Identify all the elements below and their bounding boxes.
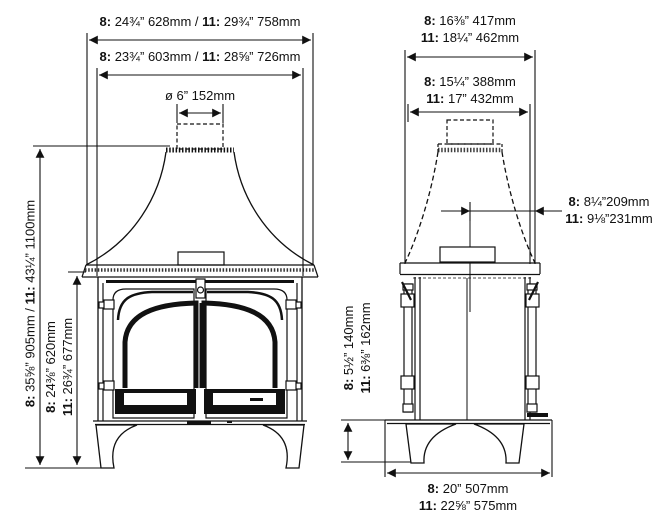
dim-value-11: 9⅛”231mm [586,211,653,226]
door-hinges [98,299,302,391]
dimension-label-side-body-depth: 8: 15¼” 388mm 11: 17” 432mm [395,73,545,107]
dimension-label-base-depth: 8: 20” 507mm 11: 22⅝” 575mm [388,480,548,514]
dim-value-11: 26¾” 677mm [60,317,75,395]
dim-value-8: 5½” 140mm [341,305,356,376]
dimension-label-leg-height: 8: 5½” 140mm 11: 6⅜” 162mm [340,278,374,418]
dim-value-8: 35⅝” 905mm [22,315,38,392]
canopy-side-profile [404,119,536,264]
left-door-outline [112,288,195,419]
dimension-label-front-total-height: 8: 35⅝” 905mm / 11: 43¼” 1100mm [22,139,39,469]
dim-value-11: 29¾” 758mm [223,14,301,29]
dim-value-11: 17” 432mm [447,91,514,106]
flue-box-side [439,246,496,263]
left-door-glass-arch [122,300,199,388]
dim-value-8: 23¾” 603mm [114,49,192,64]
top-plate [81,264,319,278]
dimension-label-front-body-width: 8: 23¾” 603mm / 11: 28⅝” 726mm [60,48,340,65]
model-11-prefix: 11: [565,211,584,226]
model-11-prefix: 11: [358,375,373,394]
model-8-prefix: 8: [424,74,436,89]
front-right-leg [262,424,305,469]
door-latch-screw [196,286,205,294]
flue-collar [176,123,224,150]
side-view-dimension-lines [341,50,562,478]
model-8-prefix: 8: [424,13,436,28]
model-8-prefix: 8: [43,401,58,413]
dim-value-11: 22⅝” 575mm [440,498,518,513]
side-front-leg [405,423,457,464]
dim-value-8: 20” 507mm [442,481,509,496]
side-back-leg [473,423,525,464]
model-8-prefix: 8: [427,481,440,496]
dim-value-11: 18¼” 462mm [442,30,520,45]
model-11-prefix: 11: [420,30,439,45]
dimension-label-front-body-height: 8: 24⅜” 620mm 11: 26¾” 677mm [42,282,76,452]
front-left-leg [95,424,138,469]
vent-control-knob [250,398,263,401]
model-11-prefix: 11: [426,91,445,106]
stove-body-side [400,277,548,420]
separator: / [22,308,38,312]
flue-blanking-plate [177,251,225,266]
dim-value-8: 24⅜” 620mm [43,321,58,398]
stove-base-side [385,419,552,464]
left-door-ornament [116,290,193,321]
right-door-glass-arch [201,300,278,388]
model-8-prefix: 8: [99,14,112,29]
model-11-prefix: 11: [202,49,221,64]
canopy-right-edge [233,151,315,266]
right-door-ornament [207,290,284,321]
model-11-prefix: 11: [60,398,75,417]
front-view-drawing [25,33,319,469]
canopy-left-edge [85,151,167,266]
model-8-prefix: 8: [341,378,356,391]
dimension-label-side-total-depth: 8: 16⅜” 417mm 11: 18¼” 462mm [395,12,545,46]
dim-value-11: 43¼” 1100mm [22,199,38,283]
dimension-label-front-total-width: 8: 24¾” 628mm / 11: 29¾” 758mm [60,13,340,30]
side-view-drawing [341,50,562,478]
dimension-label-flue-diameter: ø 6” 152mm [120,87,280,104]
dim-value-11: 28⅝” 726mm [223,49,301,64]
model-11-prefix: 11: [22,286,38,305]
dim-value-8: 8¼”209mm [583,194,650,209]
model-8-prefix: 8: [568,194,581,209]
model-11-prefix: 11: [202,14,221,29]
model-8-prefix: 8: [99,49,112,64]
model-11-prefix: 11: [418,498,437,513]
separator: / [194,14,199,29]
model-8-prefix: 8: [22,395,38,408]
stove-doors [98,278,302,419]
top-plate-side [399,262,541,279]
dimension-label-flue-centre-offset: 8: 8¼”209mm 11: 9⅛”231mm [548,193,670,227]
stove-base-front [93,420,307,469]
front-view-dimension-lines [25,33,314,469]
dim-value-8: 15¼” 388mm [439,74,516,89]
side-latch-detail [527,413,548,417]
dim-value: ø 6” 152mm [164,88,236,103]
right-door-outline [205,288,288,419]
dim-value-8: 24¾” 628mm [114,14,192,29]
dim-value-11: 6⅜” 162mm [358,302,373,372]
separator: / [194,49,199,64]
dim-value-8: 16⅜” 417mm [439,13,516,28]
side-hinge-hardware [400,281,540,413]
